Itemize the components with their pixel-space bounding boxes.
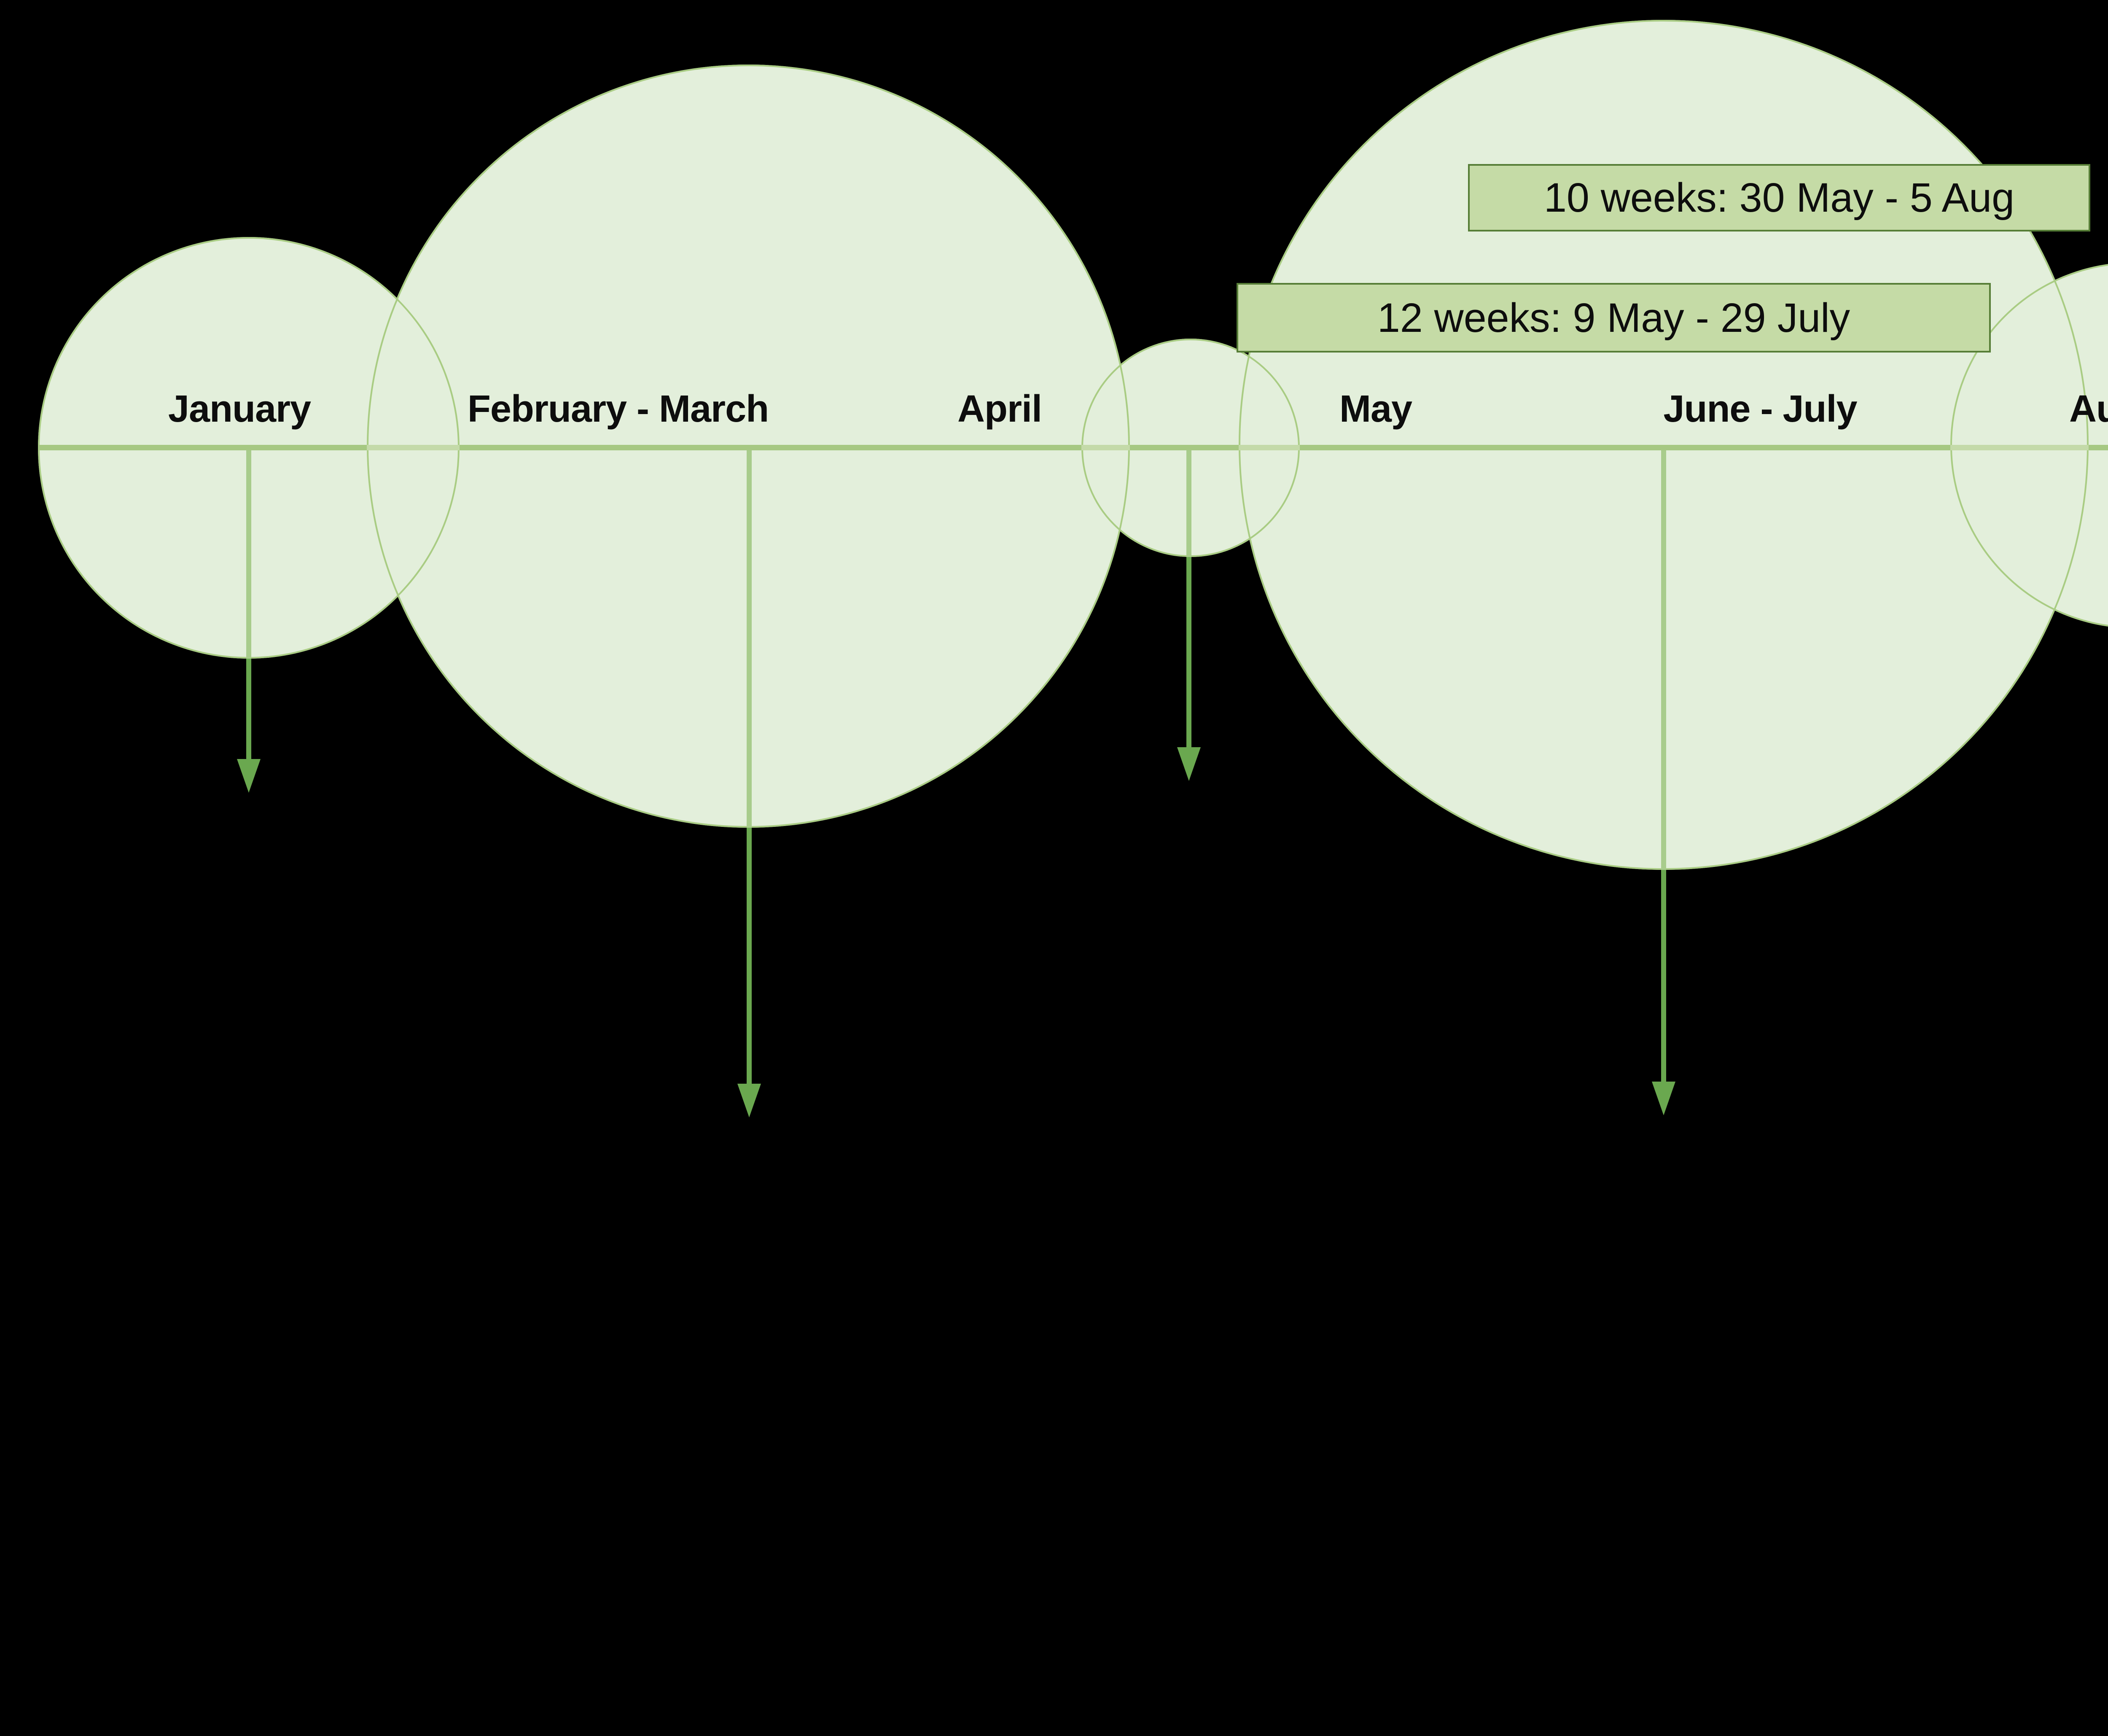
label-august: August: [2069, 388, 2108, 430]
timeline-axis: [38, 445, 2108, 450]
arrow-april-head-icon: [1177, 747, 1201, 781]
label-may: May: [1339, 388, 1412, 430]
arrow-june-july-lower: [1661, 870, 1666, 1082]
label-january: January: [168, 388, 311, 430]
label-april: April: [957, 388, 1042, 430]
arrow-january-upper: [246, 450, 251, 659]
arrow-january-head-icon: [237, 759, 261, 793]
label-february-march: February - March: [467, 388, 769, 430]
arrow-june-july-head-icon: [1652, 1082, 1675, 1115]
arrow-april-upper: [1186, 450, 1191, 557]
arrow-april-lower: [1186, 557, 1191, 747]
label-june-july: June - July: [1663, 388, 1857, 430]
axis-overlap-may-aug: [1950, 445, 2089, 450]
arrow-february-march-upper: [747, 450, 752, 828]
callout-10-weeks: 10 weeks: 30 May - 5 Aug: [1468, 164, 2090, 231]
axis-overlap-feb-apr: [1081, 445, 1130, 450]
callout-12-weeks: 12 weeks: 9 May - 29 July: [1237, 283, 1991, 353]
arrow-february-march-head-icon: [737, 1084, 761, 1117]
arrow-january-lower: [246, 659, 251, 759]
axis-overlap-apr-may: [1239, 445, 1300, 450]
arrow-june-july-upper: [1661, 450, 1666, 870]
arrow-february-march-lower: [747, 828, 752, 1084]
axis-overlap-jan-feb: [367, 445, 460, 450]
